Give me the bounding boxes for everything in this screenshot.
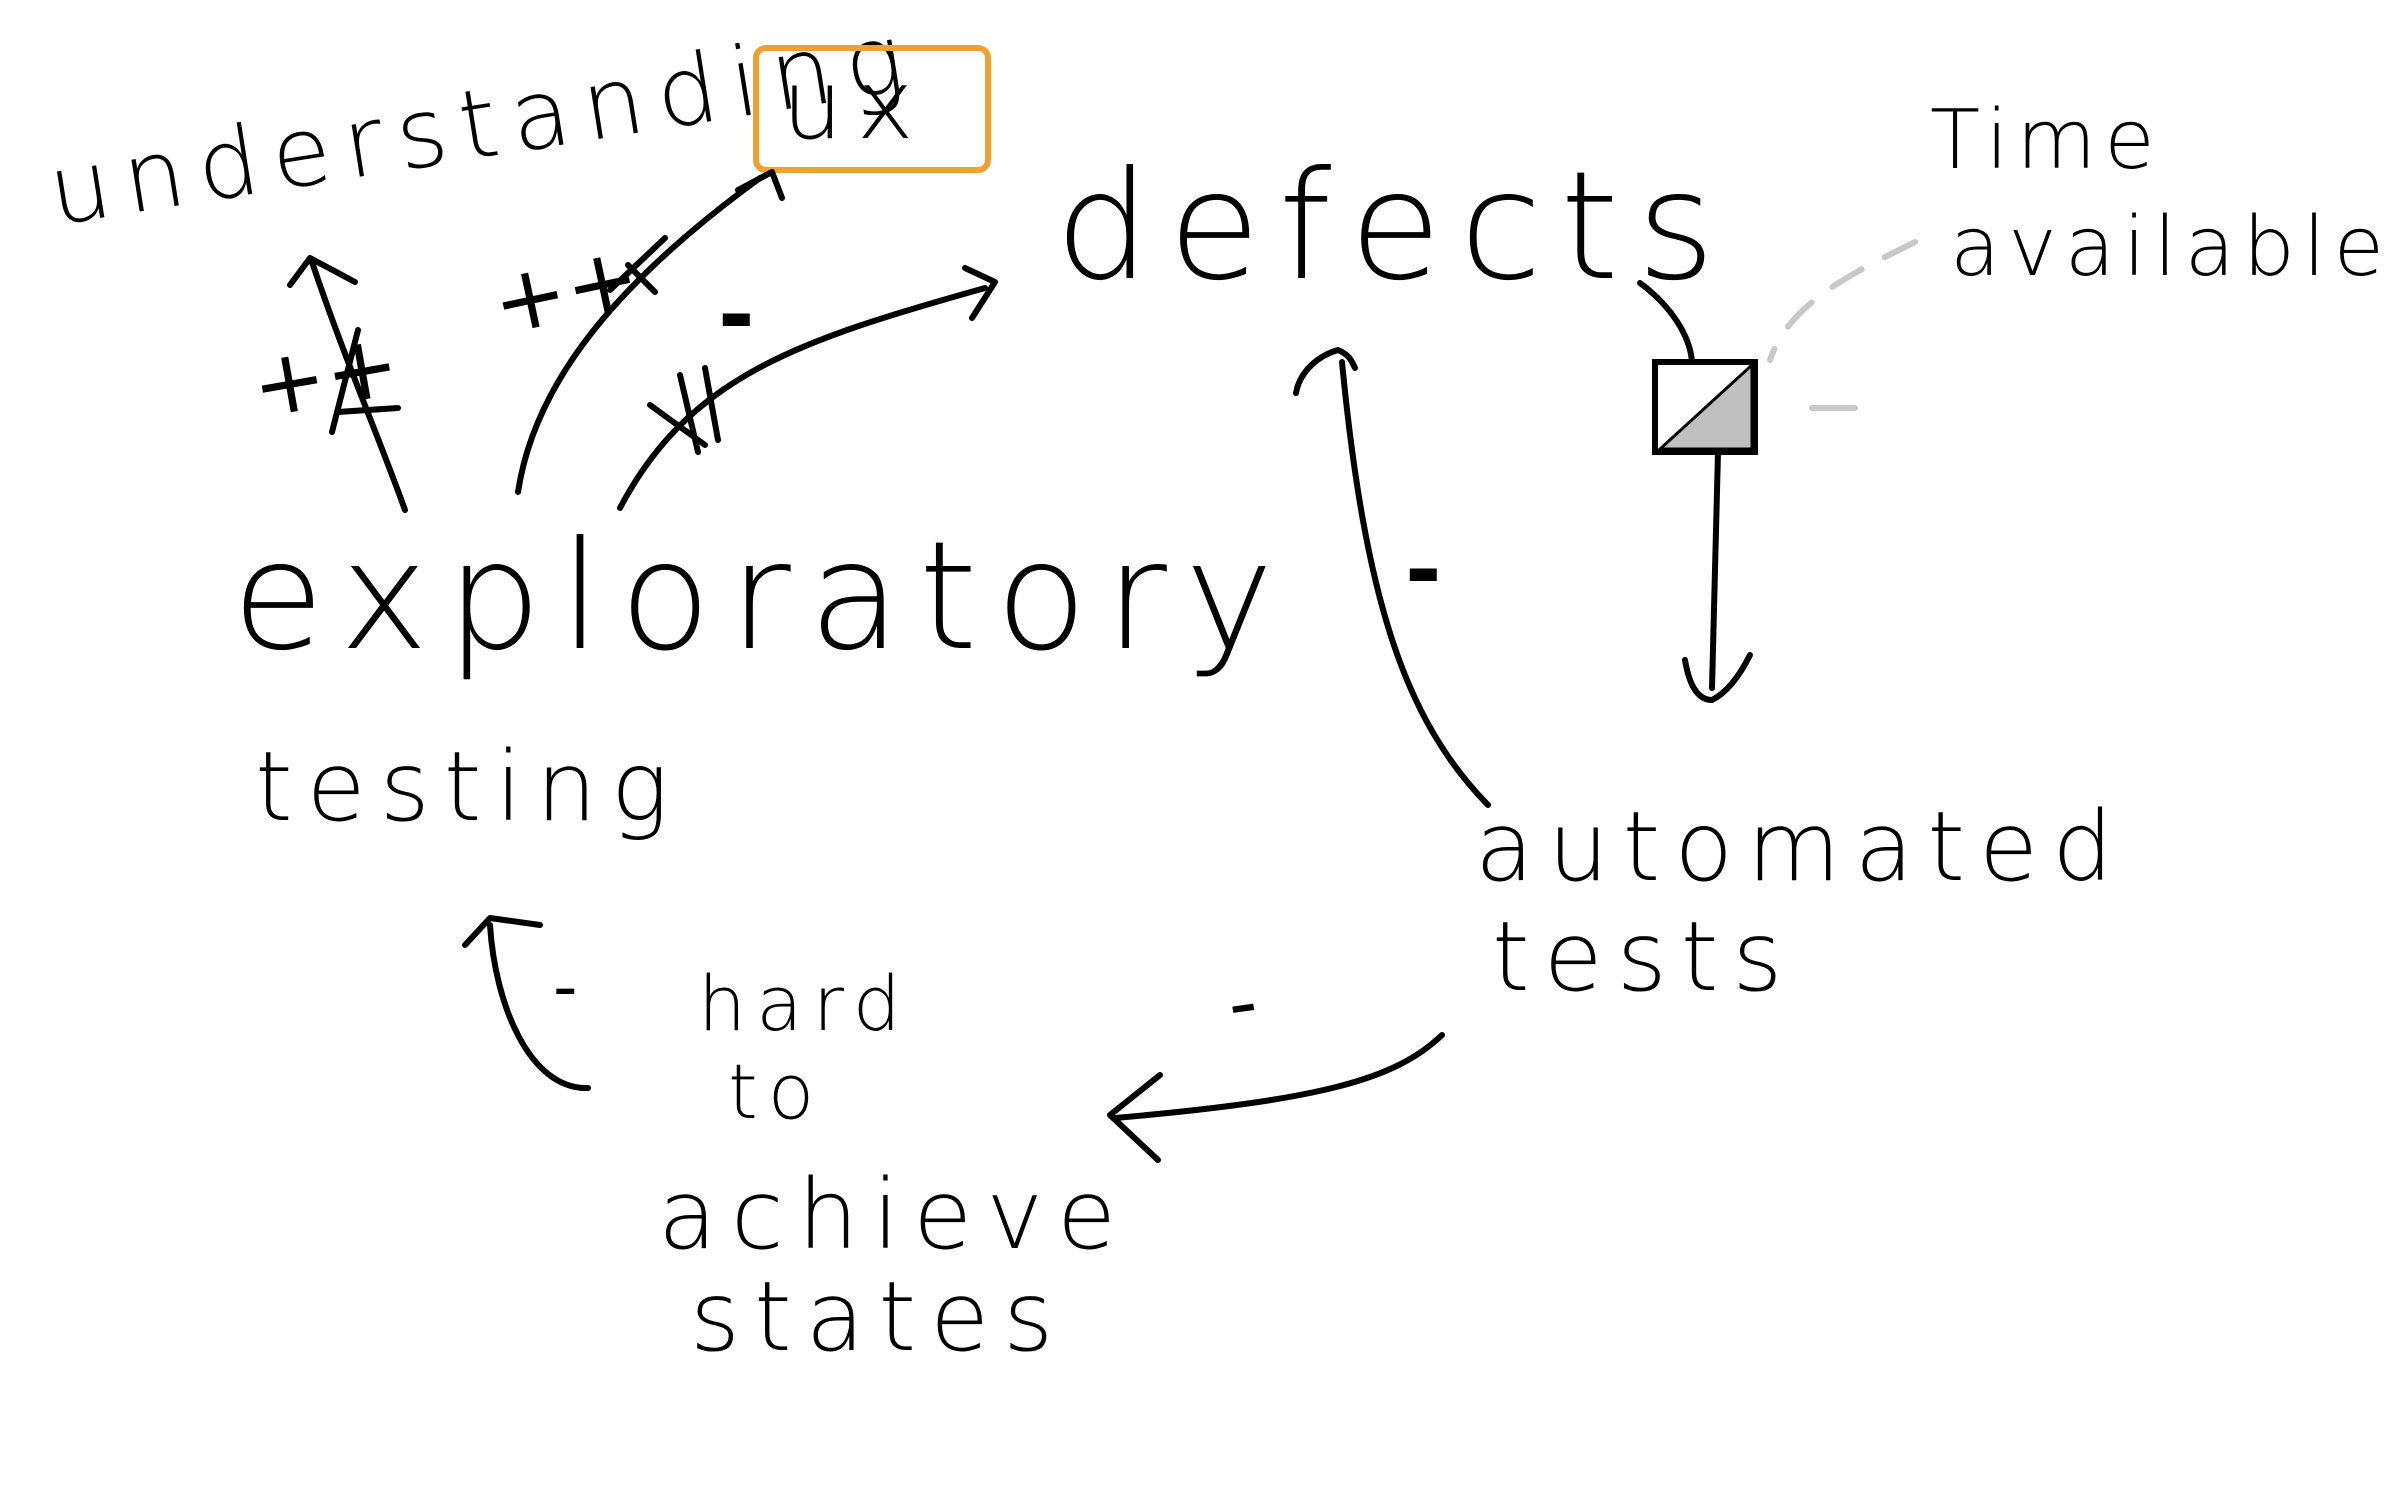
polarity-hard-exploratory: - xyxy=(553,948,578,1027)
polarity-exploratory-defects: - xyxy=(718,263,755,366)
node-time-line-2: available xyxy=(1950,200,2386,295)
node-hard-line-3: achieve xyxy=(658,1159,1130,1271)
arrow-exploratory-to-understanding xyxy=(309,259,408,513)
arrow-exploratory-to-defects xyxy=(617,285,988,511)
arrow-exploratory-to-ux xyxy=(515,175,763,495)
arrow-automated-to-defects xyxy=(1339,359,1491,808)
node-defects: defects xyxy=(1055,140,1733,314)
delay-mark-ux xyxy=(607,235,668,295)
arrow-hard-to-exploratory xyxy=(487,922,591,1092)
node-exploratory-line-1: exploratory xyxy=(232,510,1292,684)
polarity-exploratory-understanding: ++ xyxy=(244,312,407,439)
arrow-defects-to-automated xyxy=(1637,280,1721,691)
polarity-automated-defects: - xyxy=(1405,518,1442,621)
polarity-exploratory-ux: ++ xyxy=(483,224,649,355)
arrowhead-defects-bottom xyxy=(1293,347,1358,396)
arrow-automated-to-hard xyxy=(1112,1032,1445,1121)
node-exploratory-line-2: testing xyxy=(255,731,682,843)
node-ux: ux xyxy=(782,49,928,161)
polarity-automated-hard: - xyxy=(1222,955,1264,1051)
node-automated-line-1: automated xyxy=(1475,791,2127,903)
node-hard-line-2: to xyxy=(728,1047,824,1136)
arrowhead-exploratory xyxy=(462,915,543,948)
delay-mark-defects xyxy=(647,365,721,455)
node-automated-line-2: tests xyxy=(1492,901,1796,1013)
arrowhead-hard xyxy=(1107,1072,1163,1163)
node-hard-line-4: states xyxy=(690,1261,1067,1373)
dashed-link-time-available xyxy=(1767,239,1918,363)
arrowhead-defects-top xyxy=(962,265,998,321)
delay-mark-understanding xyxy=(329,327,401,435)
node-time-line-1: Time xyxy=(1930,93,2163,188)
node-hard-line-1: hard xyxy=(698,959,911,1048)
arrowhead-automated xyxy=(1682,652,1753,703)
delay-box-shading xyxy=(1656,361,1754,451)
arrowhead-ux xyxy=(735,169,785,201)
arrowhead-understanding xyxy=(287,255,358,288)
ux-highlight-box xyxy=(753,45,991,173)
